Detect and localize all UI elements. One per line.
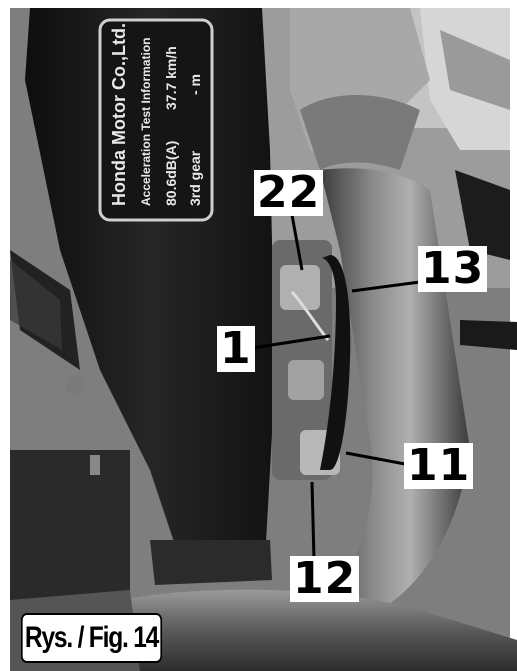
leader-12: [310, 481, 316, 561]
callout-label-1: 1: [217, 326, 255, 372]
figure-caption: Rys. / Fig. 14: [21, 613, 163, 663]
svg-text:- m: - m: [187, 74, 203, 95]
callout-label-13: 13: [418, 246, 488, 292]
svg-text:Acceleration Test Information: Acceleration Test Information: [139, 38, 153, 206]
leader-11: [345, 451, 406, 466]
svg-text:3rd gear: 3rd gear: [187, 150, 203, 206]
callout-label-11: 11: [404, 443, 474, 489]
leader-lines: [251, 214, 421, 561]
svg-text:80.6dB(A): 80.6dB(A): [163, 141, 179, 206]
svg-text:Honda Motor Co.,Ltd.: Honda Motor Co.,Ltd.: [109, 23, 129, 206]
info-plate: Honda Motor Co.,Ltd. Acceleration Test I…: [98, 18, 214, 222]
spacer-gasket: [320, 255, 351, 470]
svg-text:37.7 km/h: 37.7 km/h: [163, 46, 179, 110]
callout-label-12: 12: [290, 556, 360, 602]
leader-1: [251, 334, 331, 350]
callout-label-22: 22: [254, 170, 324, 216]
leader-22: [290, 214, 304, 271]
leader-13: [351, 280, 421, 293]
